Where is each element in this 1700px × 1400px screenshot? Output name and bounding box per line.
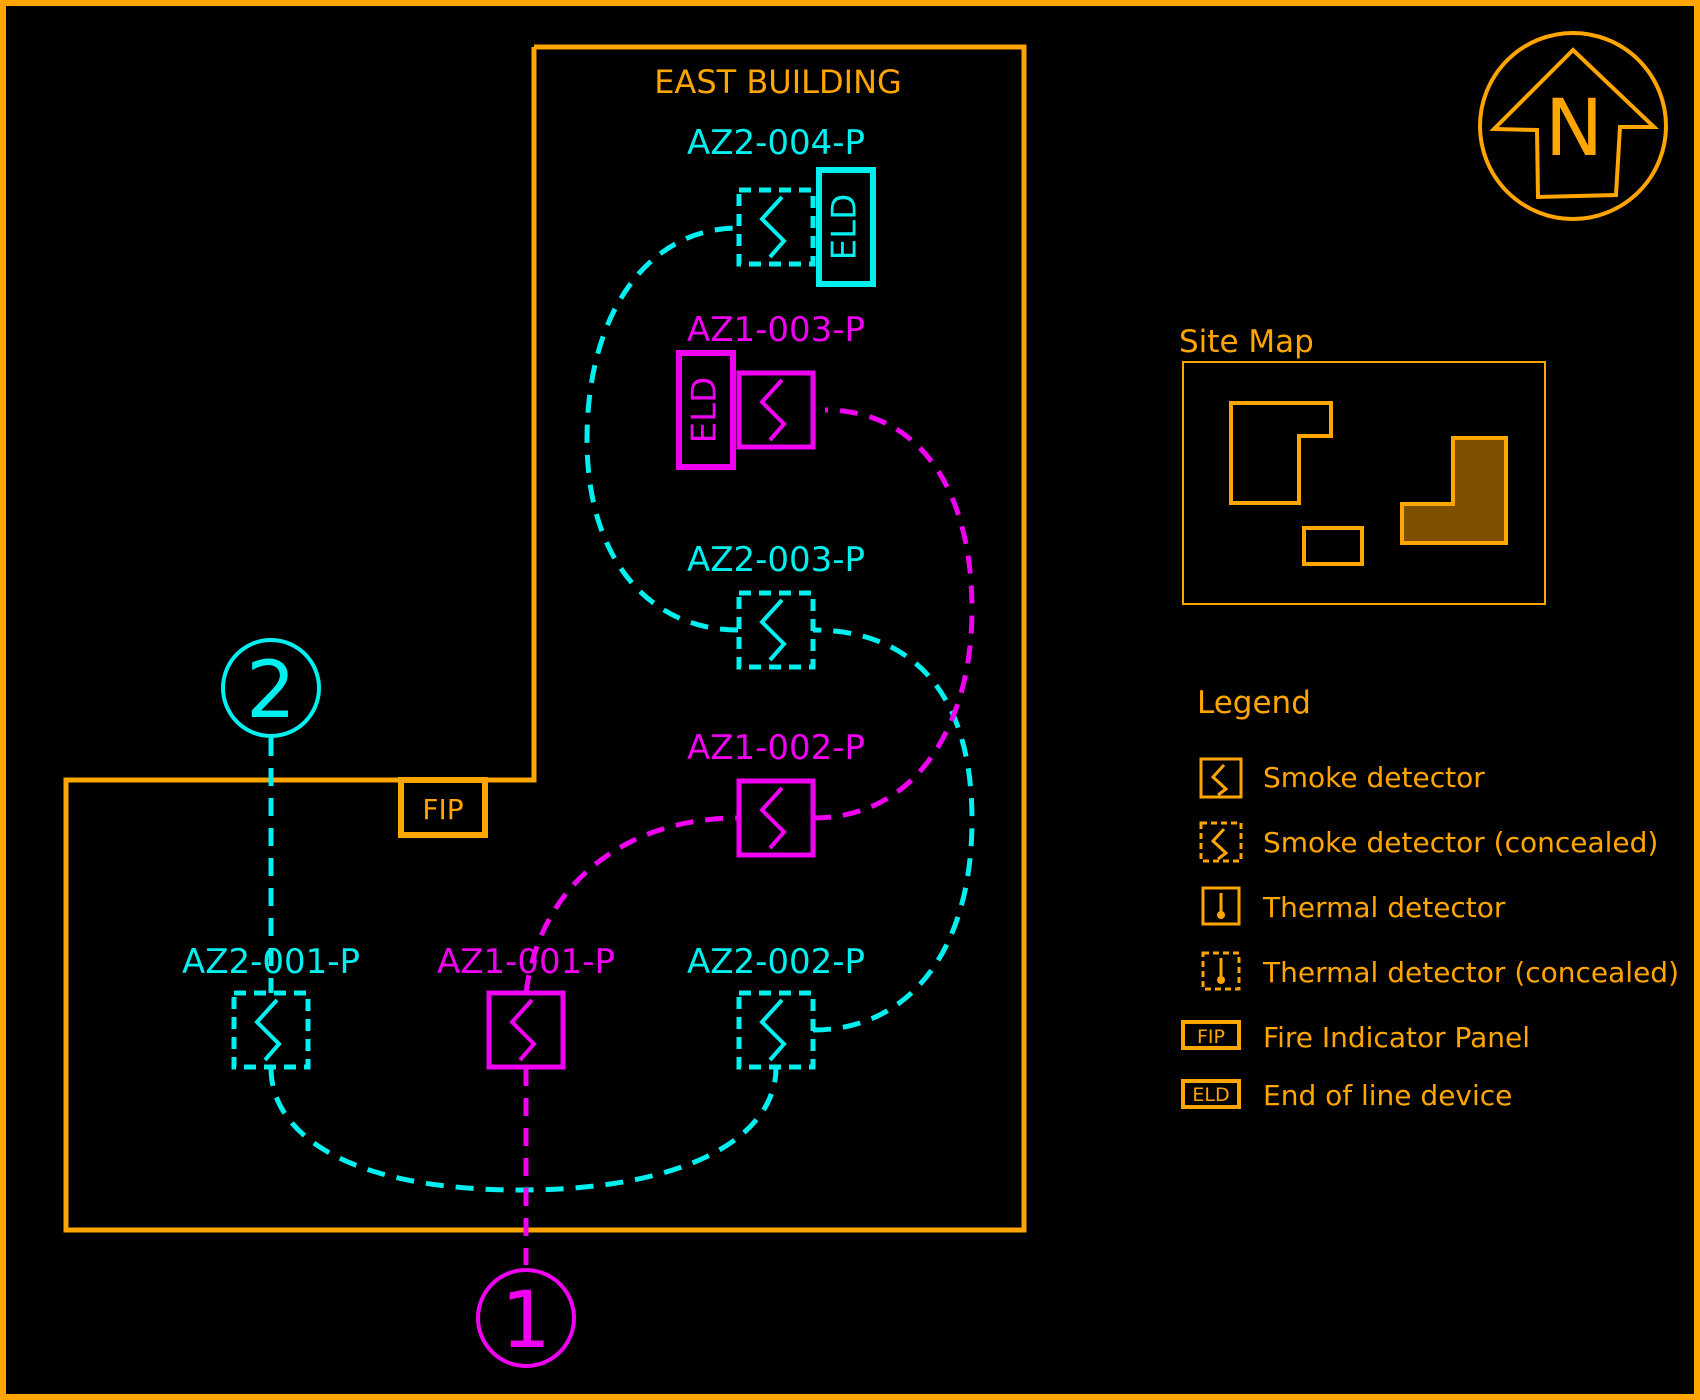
legend-item-thermal-concealed: Thermal detector (concealed): [1201, 951, 1679, 991]
device-label: AZ2-001-P: [182, 942, 360, 982]
legend: Legend Smoke detector Smoke detector (co…: [1181, 685, 1679, 1112]
legend-item-eld: ELD End of line device: [1181, 1079, 1512, 1112]
device-label: AZ1-001-P: [437, 942, 615, 982]
device-label: AZ1-003-P: [687, 310, 865, 350]
device-label: AZ2-002-P: [687, 942, 865, 982]
north-arrow-icon: N: [1478, 31, 1668, 221]
north-label: N: [1545, 84, 1603, 174]
legend-label: Smoke detector (concealed): [1263, 826, 1658, 859]
building-outline: [63, 44, 1027, 1233]
fip-label: FIP: [422, 793, 463, 826]
site-map: Site Map: [1179, 324, 1546, 605]
device-az1-001-p[interactable]: AZ1-001-P: [437, 942, 615, 1070]
device-az2-001-p[interactable]: AZ2-001-P: [182, 942, 360, 1070]
loop-2-terminal[interactable]: 2: [221, 638, 321, 738]
legend-label: Thermal detector (concealed): [1262, 956, 1679, 989]
device-az1-003-p[interactable]: AZ1-003-P ELD: [676, 310, 865, 470]
eld-icon: [1181, 1079, 1241, 1109]
smoke-detector-icon: [1210, 763, 1229, 797]
device-az2-002-p[interactable]: AZ2-002-P: [687, 942, 865, 1070]
legend-item-smoke-concealed: Smoke detector (concealed): [1199, 821, 1658, 863]
device-az1-002-p[interactable]: AZ1-002-P: [687, 728, 865, 858]
legend-label: End of line device: [1263, 1079, 1512, 1112]
legend-label: Smoke detector: [1263, 761, 1485, 794]
device-label: AZ2-003-P: [687, 540, 865, 580]
loop-1-cabling: [523, 407, 975, 1265]
legend-item-fip: FIP Fire Indicator Panel: [1181, 1020, 1530, 1054]
site-building-small: [1302, 526, 1364, 566]
legend-label: Fire Indicator Panel: [1263, 1021, 1530, 1054]
device-az2-004-p[interactable]: AZ2-004-P ELD: [687, 123, 876, 287]
legend-badge: ELD: [1192, 1084, 1229, 1106]
fip-icon: [1181, 1020, 1241, 1050]
legend-title: Legend: [1197, 685, 1311, 721]
loop-2-cabling: [268, 225, 975, 1193]
legend-item-thermal: Thermal detector: [1201, 886, 1506, 926]
thermal-detector-icon: [1217, 893, 1225, 919]
thermal-detector-concealed-icon: [1217, 958, 1225, 984]
eld-label: ELD: [685, 377, 725, 444]
legend-item-smoke: Smoke detector: [1199, 757, 1485, 799]
eld-label: ELD: [825, 194, 865, 261]
legend-badge: FIP: [1197, 1026, 1225, 1048]
smoke-detector-concealed-icon: [1210, 827, 1229, 861]
site-building-west: [1229, 401, 1333, 505]
site-building-east-highlight: [1400, 436, 1508, 545]
loop-1-terminal[interactable]: 1: [476, 1268, 576, 1368]
fire-indicator-panel[interactable]: FIP: [398, 777, 488, 838]
device-label: AZ1-002-P: [687, 728, 865, 768]
building-title: EAST BUILDING: [654, 63, 902, 101]
loop-1-number: 1: [501, 1276, 551, 1366]
loop-2-number: 2: [246, 646, 296, 736]
legend-label: Thermal detector: [1262, 891, 1506, 924]
device-az2-003-p[interactable]: AZ2-003-P: [687, 540, 865, 670]
device-label: AZ2-004-P: [687, 123, 865, 163]
site-map-title: Site Map: [1179, 324, 1314, 360]
